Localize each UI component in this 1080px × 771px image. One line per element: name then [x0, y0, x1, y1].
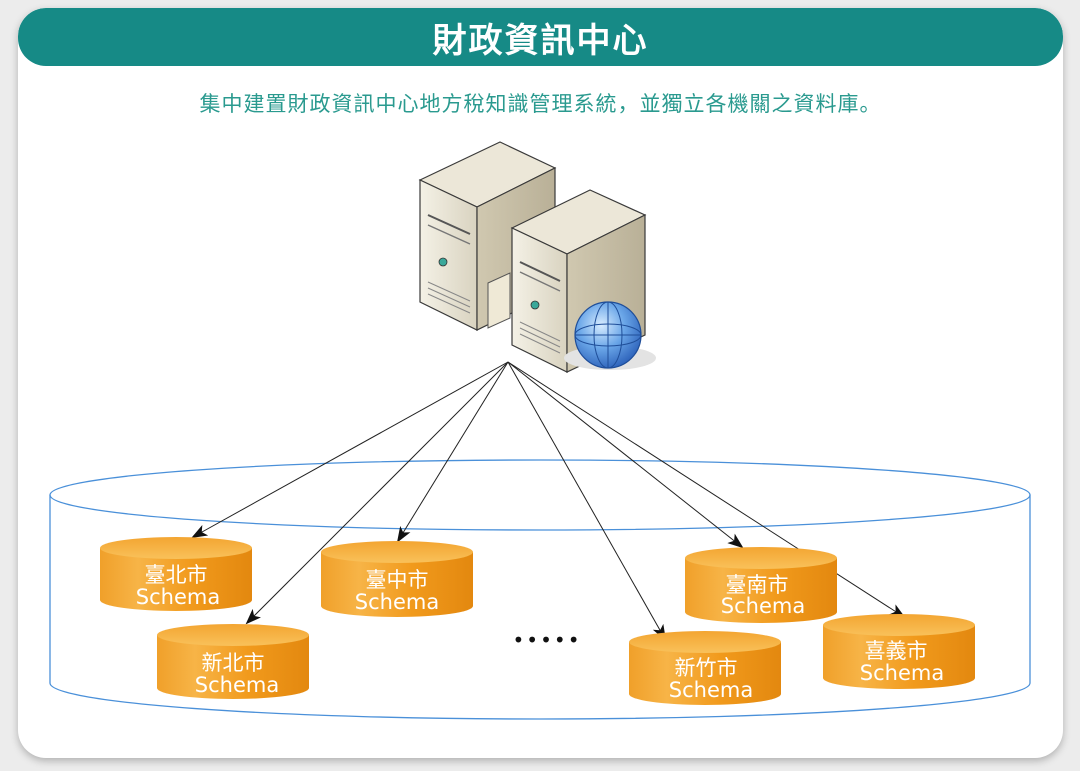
- db-taipei: 臺北市 Schema: [100, 537, 252, 611]
- db-taichung-schema: Schema: [355, 590, 439, 614]
- db-chiayi-city: 喜義市: [865, 639, 928, 663]
- globe-icon: [564, 301, 656, 370]
- db-new-taipei-schema: Schema: [195, 673, 279, 697]
- arrow-to-taipei: [191, 361, 509, 538]
- db-hsinchu-schema: Schema: [669, 678, 753, 702]
- db-new-taipei-city: 新北市: [202, 651, 265, 675]
- connection-arrows: [191, 361, 906, 641]
- db-taichung: 臺中市 Schema: [321, 541, 473, 617]
- database-container: [49, 459, 1031, 720]
- arrow-to-new-taipei: [245, 361, 509, 625]
- db-tainan-schema: Schema: [721, 594, 805, 618]
- ellipsis-dots: •••••: [513, 628, 582, 652]
- db-chiayi: 喜義市 Schema: [823, 614, 975, 689]
- arrow-to-hsinchu: [507, 361, 666, 641]
- db-hsinchu: 新竹市 Schema: [629, 631, 781, 705]
- db-taichung-city: 臺中市: [366, 568, 429, 592]
- arrow-to-taichung: [396, 361, 509, 543]
- subtitle: 集中建置財政資訊中心地方稅知識管理系統，並獨立各機關之資料庫。: [199, 92, 882, 116]
- db-taipei-schema: Schema: [136, 585, 220, 609]
- db-chiayi-schema: Schema: [860, 661, 944, 685]
- arrow-to-tainan: [507, 361, 744, 549]
- db-taipei-city: 臺北市: [145, 563, 208, 587]
- db-tainan-city: 臺南市: [726, 573, 789, 597]
- title-bar: 財政資訊中心: [18, 8, 1063, 66]
- db-tainan: 臺南市 Schema: [685, 547, 837, 623]
- db-new-taipei: 新北市 Schema: [157, 624, 309, 699]
- arrow-to-chiayi: [507, 361, 906, 619]
- server-icon: [418, 141, 647, 373]
- db-hsinchu-city: 新竹市: [675, 656, 738, 680]
- page-title: 財政資訊中心: [432, 20, 649, 61]
